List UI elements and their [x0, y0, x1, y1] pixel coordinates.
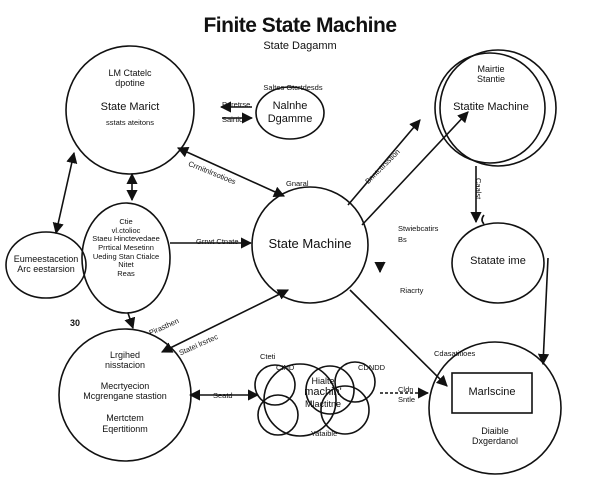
edge-right-loop	[481, 214, 485, 225]
node-top-left-line2: dpotine	[115, 78, 145, 89]
node-mid-left-line-4: Ueding Stan Ctialce	[92, 251, 160, 261]
state-node-top-right	[434, 52, 546, 164]
state-node-right	[451, 222, 545, 304]
node-bottom-left-line6: Eqertitionm	[102, 423, 148, 434]
node-small-top-main1: Nalnhe	[272, 100, 308, 112]
node-center-main: State Machine	[268, 236, 352, 251]
node-bottom-left-line4: Mcgrengane stastion	[83, 391, 167, 402]
edge-midleft-bottomleft	[124, 312, 136, 330]
state-box-bottom-right	[451, 372, 533, 414]
edge-label-topright-right: Caalst	[474, 178, 483, 200]
node-mid-left-line-2: Staeu Hinctevedaee	[92, 234, 160, 244]
node-bottom-right-line2: Dxgerdanol	[471, 436, 519, 447]
node-cloud-tag-top: Cteti	[260, 352, 276, 361]
edge-label-center-right-1: Stwiebcatirs	[398, 224, 439, 233]
node-top-right-main: Statite Machine	[453, 100, 529, 113]
diagram-subtitle: State Dagamm	[263, 40, 337, 52]
node-cloud-label: Hialte machin' Mlactitne	[280, 376, 366, 409]
node-bottom-left-line2: nisstacion	[104, 360, 146, 371]
node-mid-left-line-3: Prrtical Mesetinn	[98, 242, 154, 252]
edge-label-number: 30	[70, 318, 81, 328]
node-mid-left-line-0: Ctie	[119, 217, 133, 226]
state-node-left-oval	[5, 231, 87, 299]
node-top-right-line1: Mairtie	[477, 64, 505, 74]
state-node-top-right-back	[439, 49, 557, 167]
edge-label-cloud-bottomright-2: Sntle	[398, 395, 416, 404]
node-mid-left-line-5: Nitet	[118, 260, 134, 270]
edge-label-cloud-bottomright: Cldn	[398, 385, 414, 394]
edge-topleft-center	[176, 147, 286, 197]
node-top-left-label: LM Ctatelc dpotine State Marict sstats a…	[80, 68, 180, 128]
node-left-oval-label: Eumeestacetion Arc eestarsion	[8, 254, 84, 275]
edge-right-bottomright	[537, 257, 550, 366]
edge-label-center-right-2: Bs	[398, 235, 407, 244]
edge-label-midleft-center: Grrwt Ctnate	[196, 237, 239, 246]
edge-center-topright	[347, 119, 421, 206]
node-bottom-left-line3: Mecrtyecion	[100, 380, 150, 391]
edge-label-bottomleft-cloud: Seatd	[213, 391, 233, 400]
node-cloud-line1: Hialte	[311, 376, 335, 386]
edge-label-center-top: Gnaral	[286, 179, 309, 188]
node-bottom-left-label: Lrgihed nisstacion Mecrtyecion Mcgrengan…	[72, 350, 178, 434]
node-right-main: Statate ime	[470, 255, 526, 267]
edge-label-smalltop-2: Sairtio	[222, 115, 244, 124]
node-top-left-sub: sstats ateitons	[106, 118, 154, 128]
node-mid-left-line-1: vl.ctolioc	[111, 225, 141, 235]
edge-label-center-bottomright: Riacrty	[400, 286, 424, 295]
node-left-oval-line1: Eumeestacetion	[13, 254, 79, 264]
edge-center-right-curve	[374, 261, 386, 274]
node-top-left-line1: LM Ctatelc	[108, 68, 152, 78]
edge-topleft-leftoval	[52, 151, 78, 235]
edge-center-bottomleft	[160, 289, 290, 353]
node-bottom-right-line1: Diaible	[481, 426, 509, 436]
node-small-top-label: Nalnhe Dgamme	[262, 100, 318, 125]
node-bottom-left-line5: Mertctem	[106, 413, 144, 424]
node-bottom-right-label: Diaible Dxgerdanol	[455, 426, 535, 447]
node-top-left-main: State Marict	[100, 100, 160, 113]
state-node-bottom-right	[428, 341, 562, 475]
diagram-title: Finite State Machine	[203, 14, 397, 37]
node-cloud-line2: machin'	[304, 386, 342, 399]
node-bottom-left-line1: Lrgihed	[109, 350, 141, 360]
node-cloud-bottom: Yataible	[310, 429, 338, 438]
edge-label-smalltop-1: Paretrse	[222, 100, 251, 109]
node-mid-left-line-6: Reas	[117, 268, 135, 278]
state-node-cloud	[254, 361, 376, 437]
state-node-mid-left	[81, 202, 171, 314]
node-cloud-line3: Mlactitne	[304, 398, 341, 409]
node-mid-left-label: Ctie vl.ctolioc Staeu Hinctevedaee Prrti…	[86, 217, 166, 278]
node-top-right-line2: Stantie	[476, 74, 506, 85]
node-cloud-tag-left: CtND	[276, 363, 295, 372]
node-bottom-right-box-label: Marlscine	[468, 386, 516, 398]
node-cloud-tag-right: CDNDD	[358, 363, 386, 372]
edge-label-right-bottomright: Cdasatitioes	[434, 349, 476, 358]
node-top-right-label: Mairtie Stantie Statite Machine	[445, 64, 537, 113]
state-node-small-top	[255, 86, 325, 140]
node-left-oval-line2: Arc eestarsion	[17, 264, 75, 275]
edge-center-bottomright	[349, 289, 448, 387]
node-small-top-caption: Saltes Gtcrtdesds	[263, 83, 323, 92]
node-small-top-main2: Dgamme	[267, 112, 313, 125]
edge-center-topright-2	[361, 111, 469, 226]
